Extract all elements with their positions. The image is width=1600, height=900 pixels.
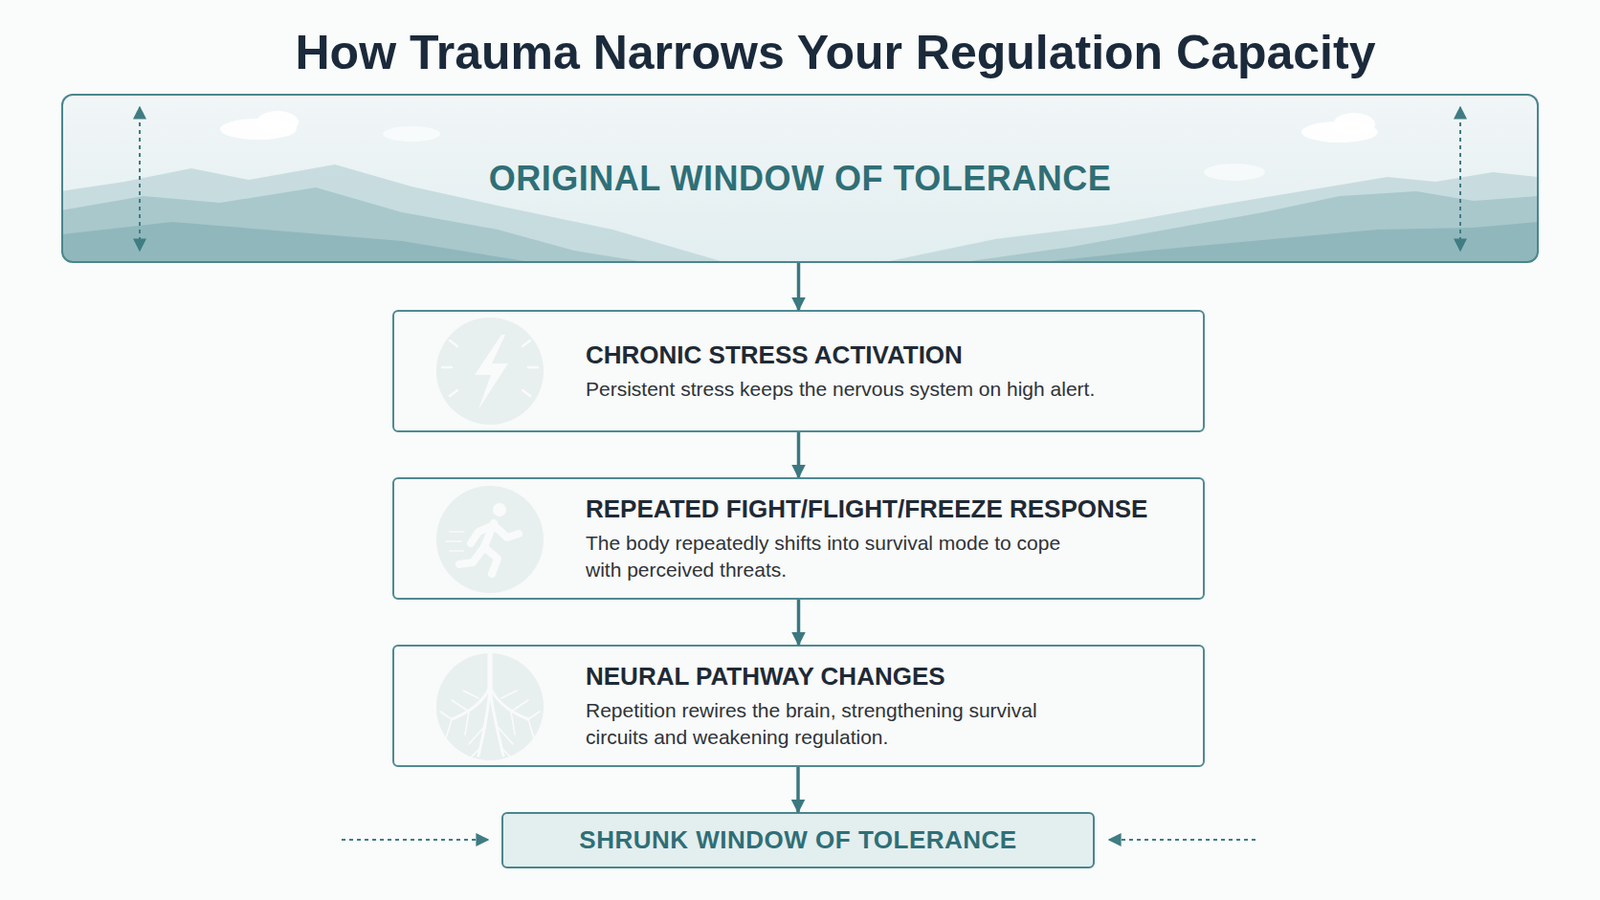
decoration	[62, 222, 536, 263]
box-heading: CHRONIC STRESS ACTIVATION	[585, 339, 963, 371]
process-box: REPEATED FIGHT/FLIGHT/FREEZE RESPONSE The…	[392, 477, 1205, 600]
range-arrows	[139, 107, 1461, 841]
process-box: CHRONIC STRESS ACTIVATION Persistent stre…	[392, 310, 1205, 433]
box-body: Repetition rewires the brain, strengthen…	[585, 697, 1065, 752]
process-box: NEURAL PATHWAY CHANGES Repetition rewires…	[392, 644, 1205, 768]
flow-arrow	[796, 767, 800, 813]
window-box: SHRUNK WINDOW OF TOLERANCE	[501, 812, 1095, 869]
box-body: The body repeatedly shifts into survival…	[585, 530, 1065, 584]
box-heading: NEURAL PATHWAY CHANGES	[585, 661, 946, 692]
decoration	[1109, 839, 1256, 842]
flow-arrow	[797, 432, 801, 478]
box-heading: REPEATED FIGHT/FLIGHT/FREEZE RESPONSE	[585, 493, 1148, 525]
decoration	[1459, 107, 1462, 251]
decoration	[62, 187, 651, 263]
decoration	[138, 107, 141, 251]
window-band: ORIGINAL WINDOW OF TOLERANCE	[61, 93, 1539, 264]
decoration	[956, 191, 1538, 263]
mountain-scene	[62, 94, 1538, 263]
decoration	[62, 94, 1538, 263]
flow-arrow	[797, 600, 801, 645]
decoration	[341, 839, 489, 842]
flow-arrow	[797, 263, 801, 311]
decoration	[1203, 163, 1266, 181]
decoration	[382, 126, 441, 142]
box-heading: SHRUNK WINDOW OF TOLERANCE	[578, 825, 1017, 856]
box-heading: ORIGINAL WINDOW OF TOLERANCE	[488, 158, 1112, 200]
decoration	[256, 111, 299, 134]
decoration	[1333, 112, 1376, 136]
diagram-title: How Trauma Narrows Your Regulation Capac…	[69, 19, 1600, 87]
box-body: Persistent stress keeps the nervous syst…	[585, 376, 1095, 403]
decoration	[1033, 222, 1538, 263]
